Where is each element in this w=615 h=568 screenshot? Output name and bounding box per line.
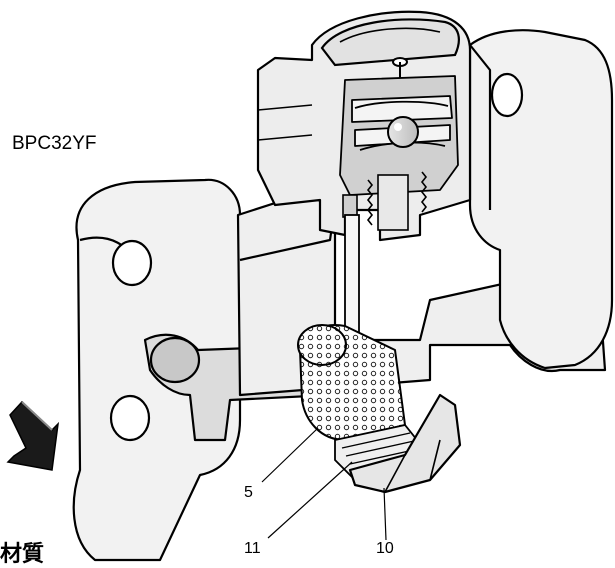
section-heading: 材質 [0,542,45,567]
leader-lines [261,427,387,541]
cover-top-dome [320,18,460,67]
bolt-hole-bottom [109,394,151,442]
right-bolt-hole [490,72,524,118]
disc-capsule [387,116,419,148]
stem-passage [344,214,360,341]
cover-pin [392,57,408,78]
callout-11: 11 [244,540,261,557]
callout-5: 5 [244,484,253,501]
strainer-cap-hex [348,393,462,494]
model-label: BPC32YF [12,133,97,154]
arrow-icon [6,400,60,471]
bolt-hole-top [111,239,153,287]
callout-10: 10 [376,540,394,557]
